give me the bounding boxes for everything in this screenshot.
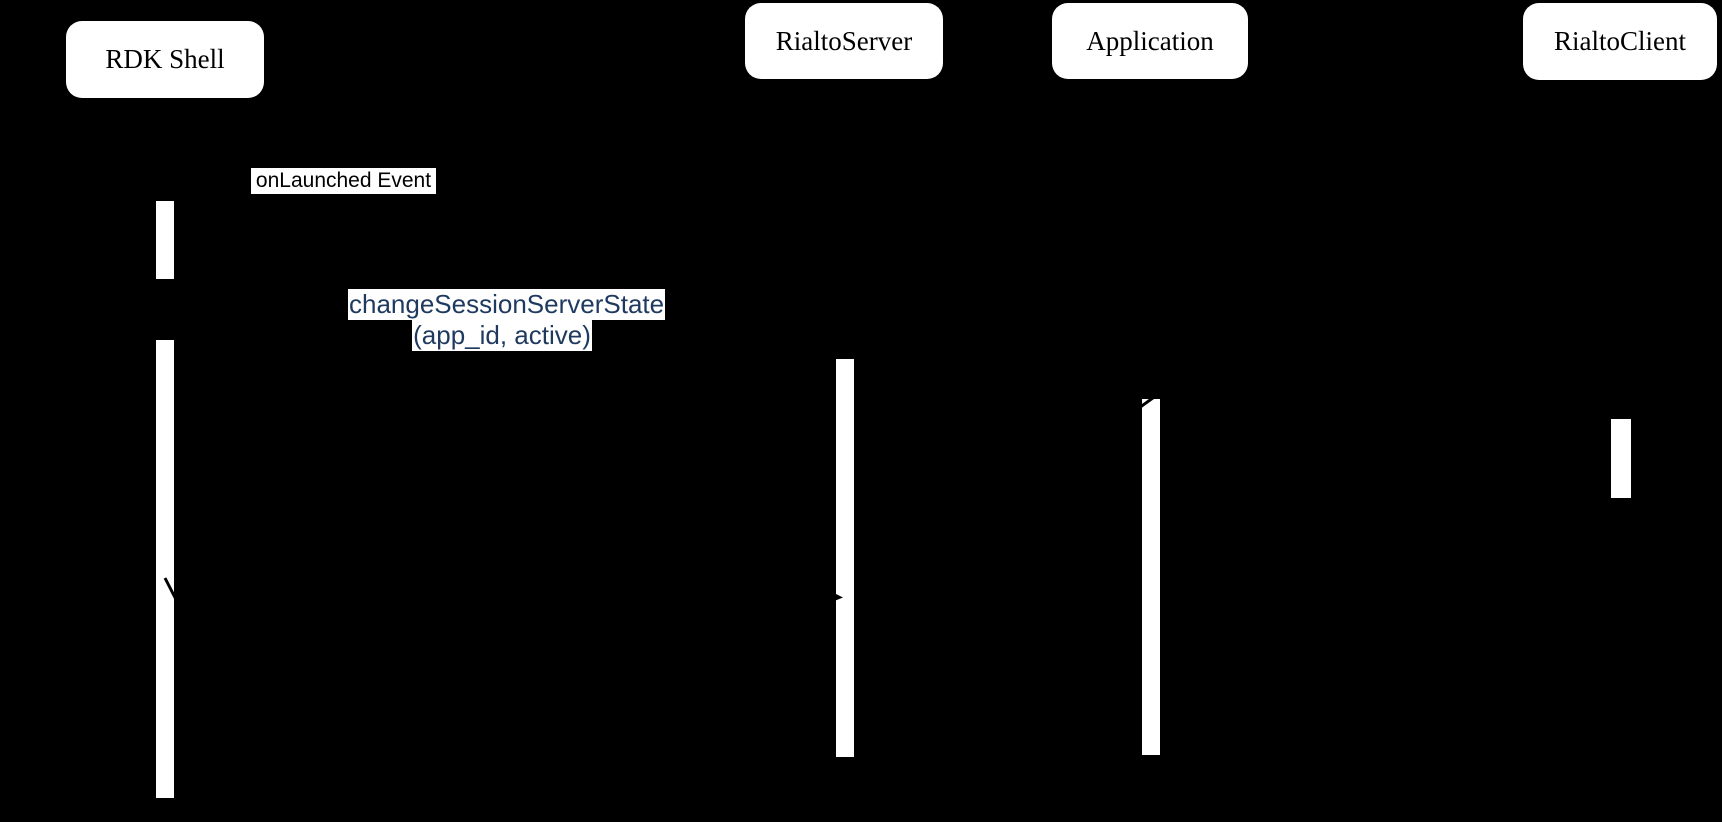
activation-bar-rialtoclient: [1611, 419, 1631, 498]
activation-bar-rdk-shell-2: [156, 340, 174, 798]
activation-bar-application: [1142, 399, 1160, 755]
participant-rialtoserver-label: RialtoServer: [775, 25, 913, 56]
participant-rialtoclient-label: RialtoClient: [1554, 26, 1686, 56]
participant-rialtoclient: RialtoClient: [1523, 3, 1717, 80]
participant-rialtoserver: RialtoServer: [745, 3, 943, 79]
participant-rdk-shell-label: RDK Shell: [105, 44, 225, 74]
participant-application-label: Application: [1086, 25, 1214, 56]
message-label-onlaunched-event: onLaunched Event: [251, 168, 436, 194]
message-label-changesessionserverstate-line2: (app_id, active): [412, 320, 592, 351]
activation-bar-rialtoserver: [836, 359, 854, 757]
participant-application: Application: [1052, 3, 1248, 79]
message-label-changesessionserverstate-line1: changeSessionServerState: [348, 289, 666, 320]
activation-bar-rdk-shell-1: [156, 201, 174, 279]
participant-rdk-shell: RDK Shell: [66, 21, 264, 98]
message-label-changesessionserverstate: changeSessionServerState (app_id, active…: [348, 289, 666, 351]
